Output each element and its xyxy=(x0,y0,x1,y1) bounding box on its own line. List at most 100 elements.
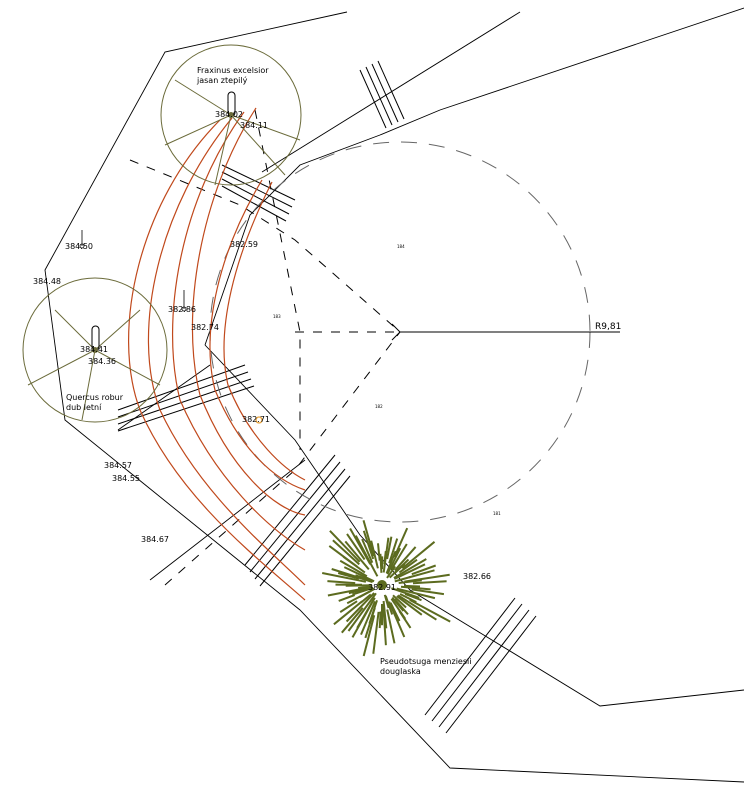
label-elev-382-71: 382.71 xyxy=(242,415,270,424)
label-elev-384-11: 384.11 xyxy=(240,121,268,130)
road-edge-lower xyxy=(149,459,306,581)
conifer-needle xyxy=(382,537,390,573)
conifer-needle xyxy=(328,545,359,568)
pipe-1 xyxy=(127,119,306,601)
conifer-needle xyxy=(412,580,447,585)
dash-line-upper xyxy=(129,159,401,333)
conifer-needle xyxy=(383,594,390,609)
tree-pseudotsuga xyxy=(322,520,451,657)
label-elev-384-50: 384.50 xyxy=(65,242,93,251)
conifer-needle xyxy=(398,610,412,629)
conifer-needle xyxy=(360,593,372,604)
conifer-needle xyxy=(333,600,363,626)
conifer-needle xyxy=(396,587,436,600)
conifer-needle xyxy=(404,592,422,602)
quercus-center xyxy=(92,347,98,353)
conifer-needle xyxy=(393,563,426,580)
label-elev-382-59: 382.59 xyxy=(230,240,258,249)
conifer-needle xyxy=(391,587,420,599)
conifer-needle xyxy=(360,601,376,635)
conifer-center xyxy=(377,580,387,590)
conifer-needle xyxy=(411,564,437,576)
conifer-needle xyxy=(393,527,409,558)
label-circle-182: 182 xyxy=(375,404,383,409)
conifer-needle xyxy=(370,540,379,569)
label-elev-382-74: 382.74 xyxy=(191,323,219,332)
label-quercus-elev: 384.41 xyxy=(80,345,108,354)
utility-pipes xyxy=(127,107,306,601)
pipe-6 xyxy=(223,181,306,481)
conifer-needle xyxy=(390,543,408,571)
conifer-needle xyxy=(400,585,431,591)
conifer-needle xyxy=(327,580,356,585)
quercus-canopy xyxy=(22,277,168,423)
boundary-upper-road xyxy=(439,7,744,111)
conifer-needle xyxy=(372,611,380,654)
pipe-2 xyxy=(147,117,306,586)
label-quercus-local: dub letní xyxy=(66,403,102,412)
label-elev-384-36: 384.36 xyxy=(88,357,116,366)
label-pseudotsuga-local: douglaska xyxy=(380,667,421,676)
label-fraxinus-local: jasan ztepilý xyxy=(196,76,248,85)
conifer-needle xyxy=(327,586,368,597)
conifer-needle xyxy=(356,599,375,629)
pipe-4 xyxy=(191,107,306,516)
boundary-top xyxy=(261,11,521,173)
conifer-needle xyxy=(343,566,375,583)
tree-fraxinus xyxy=(160,44,302,186)
label-pseudotsuga-latin: Pseudotsuga menziesii xyxy=(380,657,471,666)
label-elev-384-48: 384.48 xyxy=(33,277,61,286)
dash-line-vertical xyxy=(254,109,301,450)
label-circle-181: 181 xyxy=(493,511,501,516)
conifer-needle xyxy=(368,599,378,624)
conifer-needle xyxy=(388,601,406,638)
tree-quercus xyxy=(22,277,168,423)
conifer-needle xyxy=(394,575,412,583)
conifer-needle xyxy=(392,594,407,609)
pipe-5 xyxy=(209,179,306,491)
conifer-needle xyxy=(408,569,435,579)
conifer-needle xyxy=(386,565,397,579)
inner-kerb-top xyxy=(204,109,441,346)
label-radius: R9,81 xyxy=(595,322,621,332)
conifer-needle xyxy=(329,530,361,563)
pipe-3 xyxy=(172,111,306,551)
conifer-needle xyxy=(338,594,356,602)
label-circle-184: 184 xyxy=(397,244,405,249)
conifer-needle xyxy=(398,558,418,574)
label-elev-382-86: 382.86 xyxy=(168,305,196,314)
survey-markers xyxy=(79,230,263,424)
conifer-needle xyxy=(322,572,367,583)
label-fraxinus-latin: Fraxinus excelsior xyxy=(197,66,269,75)
conifer-needle xyxy=(386,536,393,560)
crossing-hatches xyxy=(117,60,537,734)
label-circle-183: 183 xyxy=(273,314,281,319)
conifer-needle xyxy=(377,543,381,561)
conifer-needle xyxy=(361,538,374,564)
conifer-needle xyxy=(345,592,375,623)
conifer-needle xyxy=(391,596,405,612)
conifer-needle xyxy=(337,572,360,580)
conifer-needle xyxy=(394,563,406,574)
conifer-needle xyxy=(379,553,383,573)
label-fraxinus-elev: 384.02 xyxy=(215,110,243,119)
conifer-needle xyxy=(386,609,396,644)
label-pseudotsuga-elev: 382.91 xyxy=(368,583,396,592)
conifer-needle xyxy=(398,579,422,584)
conifer-needle xyxy=(382,603,387,646)
conifer-needle xyxy=(401,541,436,570)
conifer-needle xyxy=(346,588,375,605)
conifer-needle xyxy=(388,538,399,564)
marker-orange xyxy=(255,416,263,424)
conifer-needle xyxy=(409,599,451,623)
conifer-needle xyxy=(386,547,402,575)
dash-line-lower xyxy=(164,331,401,586)
label-elev-384-55: 384.55 xyxy=(112,474,140,483)
conifer-needle xyxy=(385,550,397,574)
label-elev-382-66: 382.66 xyxy=(463,572,491,581)
conifer-needle xyxy=(347,592,377,632)
conifer-needle xyxy=(397,594,437,621)
conifer-needle xyxy=(362,520,375,557)
conifer-needle xyxy=(394,546,417,572)
